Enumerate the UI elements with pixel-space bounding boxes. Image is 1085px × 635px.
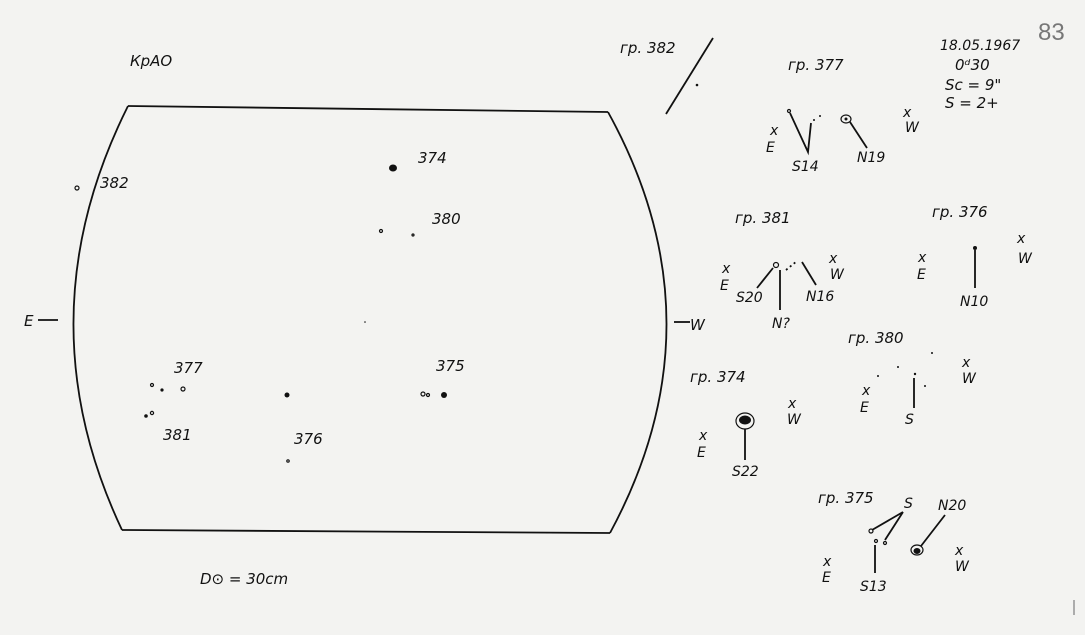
group-380-west: W [962, 371, 977, 387]
cross-mark: x [698, 428, 708, 444]
cross-mark: x [769, 123, 779, 139]
group-377-s14: S14 [792, 159, 819, 175]
cross-mark: x [822, 554, 832, 570]
observation-time: 0ᵈ30 [955, 56, 990, 74]
disk-group-376: 376 [294, 430, 323, 448]
cross-mark: x [787, 396, 797, 412]
cross-mark: x [917, 250, 927, 266]
group-380-title: гр. 380 [848, 329, 904, 347]
group-377-west: W [905, 120, 920, 136]
group-382-title: гр. 382 [620, 39, 676, 57]
disk-group-382: 382 [100, 174, 129, 192]
group-374-west: W [787, 412, 802, 428]
disk-group-380: 380 [432, 210, 461, 228]
cross-mark: x [721, 261, 731, 277]
group-381-title: гр. 381 [735, 209, 791, 227]
group-381-east: E [720, 278, 729, 294]
observatory-label: КрАО [130, 52, 172, 70]
group-376-west: W [1018, 251, 1033, 267]
group-375-east: E [822, 570, 831, 586]
group-375-n20: N20 [938, 498, 966, 514]
cross-mark: x [954, 543, 964, 559]
disk-west-label: W [690, 316, 706, 334]
group-376-title: гр. 376 [932, 203, 988, 221]
diameter-label: D⊙ = 30cm [200, 570, 288, 588]
group-375-s13: S13 [860, 579, 887, 595]
group-381-west: W [830, 267, 845, 283]
group-375-s: S [904, 496, 913, 512]
seeing-sc: Sc = 9" [945, 76, 1001, 94]
s-value: S = 2+ [945, 94, 999, 112]
cross-mark: x [902, 105, 912, 121]
cross-mark: x [1016, 231, 1026, 247]
group-376-east: E [917, 267, 926, 283]
solar-disk-outline [38, 105, 690, 534]
disk-east-label: E [24, 312, 34, 330]
group-377-n19: N19 [857, 150, 885, 166]
group-377-east: E [766, 140, 775, 156]
disk-group-375: 375 [436, 357, 465, 375]
disk-group-374: 374 [418, 149, 447, 167]
cross-mark: x [861, 383, 871, 399]
cross-mark: x [828, 251, 838, 267]
disk-group-381: 381 [163, 426, 192, 444]
group-376-n10: N10 [960, 294, 988, 310]
group-380-s: S [905, 412, 914, 428]
group-381-n-unknown: N? [772, 316, 790, 332]
disk-spots [74, 164, 447, 463]
group-374-s22: S22 [732, 464, 759, 480]
page-number: 83 [1038, 19, 1065, 46]
disk-group-377: 377 [174, 359, 203, 377]
group-374-title: гр. 374 [690, 368, 746, 386]
group-375-west: W [955, 559, 970, 575]
group-380-east: E [860, 400, 869, 416]
observation-date: 18.05.1967 [940, 38, 1020, 54]
group-381-s20: S20 [736, 290, 763, 306]
cross-mark: x [961, 355, 971, 371]
group-381-n16: N16 [806, 289, 834, 305]
group-374-east: E [697, 445, 706, 461]
group-377-title: гр. 377 [788, 56, 844, 74]
group-375-title: гр. 375 [818, 489, 874, 507]
